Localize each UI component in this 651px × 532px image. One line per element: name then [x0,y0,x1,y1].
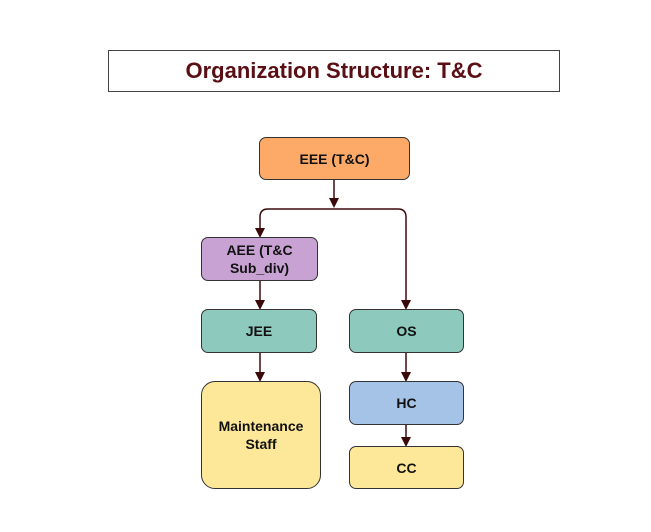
node-maintenance-label: Maintenance Staff [218,418,304,452]
node-hc-label: HC [396,395,417,411]
arrow-split-to-aee [255,208,334,238]
node-cc-label: CC [396,459,417,476]
title-box: Organization Structure: T&C [108,50,560,92]
node-eee: EEE (T&C) [259,137,410,180]
arrow-split-to-os [334,208,411,310]
node-os: OS [349,309,464,353]
node-aee: AEE (T&C Sub_div) [201,237,318,281]
node-jee: JEE [201,309,317,353]
node-maintenance-staff: Maintenance Staff [201,381,321,489]
page-title: Organization Structure: T&C [185,58,483,83]
node-eee-label: EEE (T&C) [299,150,370,167]
node-cc: CC [349,446,464,489]
node-jee-label: JEE [245,323,273,339]
node-aee-label: AEE (T&C Sub_div) [226,242,293,276]
node-os-label: OS [396,323,417,339]
node-hc: HC [349,381,464,425]
